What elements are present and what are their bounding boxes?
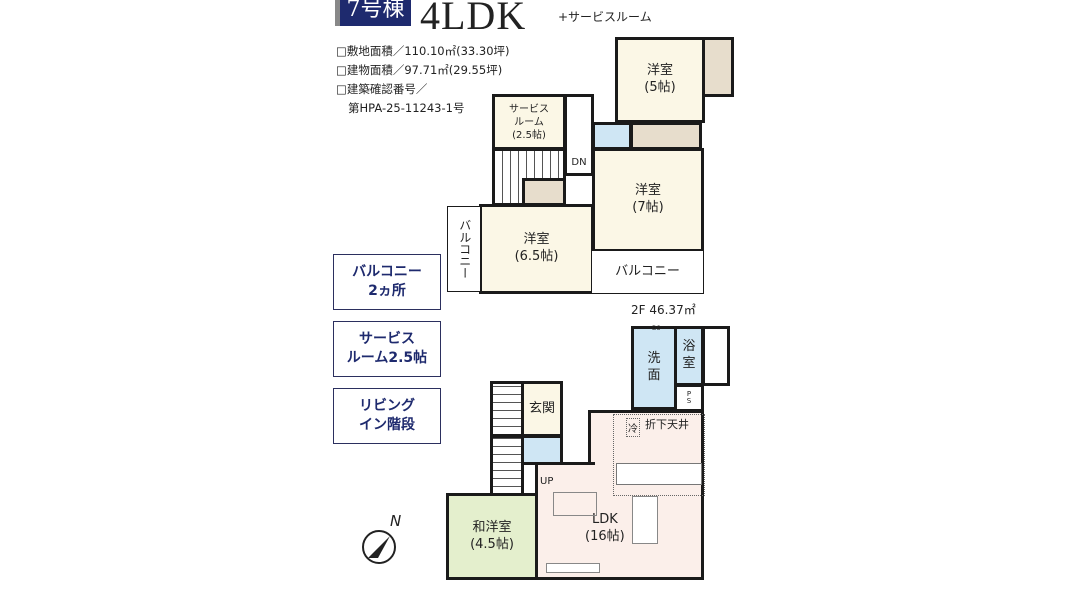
permit-label: □建築確認番号／ <box>336 82 428 96</box>
closet <box>522 178 566 206</box>
stairs-1f <box>490 435 524 497</box>
site-area: □敷地面積／110.10㎡(33.30坪) <box>336 44 510 58</box>
room-washroom: 洗 面 <box>631 326 677 410</box>
floor2-area: 2F 46.37㎡ <box>631 303 696 317</box>
sofa <box>553 492 597 516</box>
permit-number: 第HPA-25-11243-1号 <box>348 101 465 115</box>
fridge-label: 冷 <box>626 418 640 437</box>
dining-table <box>632 496 658 544</box>
lowered-ceiling <box>613 414 705 496</box>
badge-line: 2ヵ所 <box>368 283 406 299</box>
closet <box>630 122 702 150</box>
room-bath: 浴 室 <box>674 326 704 386</box>
compass-icon <box>362 530 396 564</box>
room-western-7: 洋室 (7帖) <box>592 148 704 252</box>
badge-service-room: サービスルーム2.5帖 <box>333 321 441 377</box>
building-number: 7号棟 <box>335 0 411 26</box>
balcony-right: バルコニー <box>592 250 704 294</box>
pipe-space: P S <box>674 384 704 412</box>
badge-living-stairs: リビングイン階段 <box>333 388 441 444</box>
balcony-left: バルコニー <box>447 206 481 292</box>
up-label: UP <box>540 476 554 487</box>
ds-label: DS <box>652 325 661 332</box>
north-label: N <box>390 512 402 530</box>
hall: DN <box>564 94 594 176</box>
badge-line: サービス <box>359 331 415 348</box>
room-western-5: 洋室 (5帖) <box>615 37 705 123</box>
badge-line: バルコニー <box>352 264 422 281</box>
layout-extra: +サービスルーム <box>558 10 652 24</box>
room-western-6-5: 洋室 (6.5帖) <box>479 204 594 294</box>
ceiling-label: 折下天井 <box>645 418 689 431</box>
room-entrance: 玄関 <box>521 381 563 437</box>
badge-line: イン階段 <box>359 417 415 433</box>
building-area: □建物面積／97.71㎡(29.55坪) <box>336 63 503 77</box>
room-service: サービス ルーム (2.5帖) <box>492 94 566 150</box>
badge-line: リビング <box>359 398 415 415</box>
badge-line: ルーム2.5帖 <box>346 350 428 366</box>
toilet-1f <box>521 435 563 465</box>
kitchen-counter <box>616 463 702 485</box>
bathtub <box>702 326 730 386</box>
badge-balcony: バルコニー 2ヵ所 <box>333 254 441 310</box>
closet <box>702 37 734 97</box>
toilet-2f <box>592 122 632 150</box>
layout-type: 4LDK <box>420 0 527 38</box>
shoe-storage <box>490 381 524 437</box>
ldk-label: LDK (16帖) <box>585 512 625 544</box>
room-japanese: 和洋室 (4.5帖) <box>446 493 538 580</box>
tv-stand <box>546 563 600 573</box>
